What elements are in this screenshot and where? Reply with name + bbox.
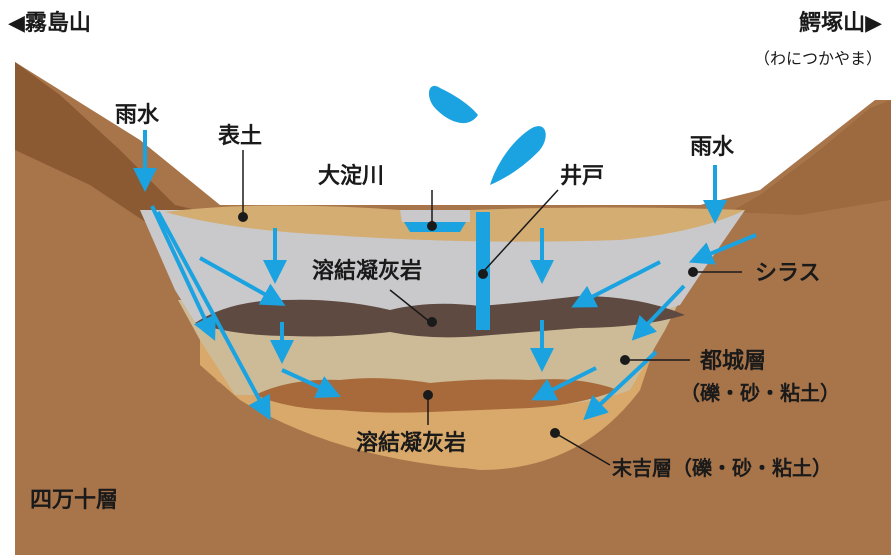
dot-well (478, 269, 488, 279)
label-well: 井戸 (560, 164, 604, 189)
label-rain-left: 雨水 (115, 103, 160, 128)
arrow-shirasu-diag-right-2 (571, 260, 661, 308)
dot-tuff-upper (427, 317, 437, 327)
label-right-mountain-reading: （わにつかやま） (754, 49, 882, 68)
arrow-right-slope-1 (631, 284, 686, 341)
label-welded-tuff-upper: 溶結凝灰岩 (312, 258, 422, 284)
label-rain-right: 雨水 (690, 135, 735, 160)
leader-well (482, 189, 559, 273)
leader-sueyoshi (554, 432, 611, 466)
label-miyakonojo: 都城層 (699, 348, 766, 374)
fountain-droplet-left (428, 85, 478, 124)
leader-dots (238, 212, 698, 438)
arrow-shirasu-diag-right-1 (688, 233, 757, 265)
dot-shirasu (688, 267, 698, 277)
leader-lines (242, 150, 742, 466)
label-sueyoshi: 末吉層（礫・砂・粘土） (612, 456, 832, 480)
dot-sueyoshi (550, 428, 560, 438)
dot-tuff-lower (423, 390, 433, 400)
label-shirasu: シラス (755, 261, 821, 286)
arrow-shirasu-diag-left (199, 256, 286, 306)
right-mountain-slope (730, 100, 891, 215)
arrow-right-slope-2 (583, 350, 658, 421)
label-topsoil: 表土 (218, 124, 262, 149)
water-flow-arrows (133, 130, 757, 421)
arrow-left-slope-1 (150, 205, 216, 341)
label-welded-tuff-lower: 溶結凝灰岩 (356, 430, 466, 456)
label-shimanto: 四万十層 (30, 488, 118, 513)
dot-river (427, 221, 437, 231)
welded-tuff-upper-lens (195, 296, 685, 338)
label-right-mountain: 鰐塚山▶ (799, 11, 882, 36)
welded-tuff-lower-lens (255, 378, 618, 413)
label-miyakonojo-detail: （礫・砂・粘土） (680, 381, 840, 405)
dot-miyakonojo (620, 355, 630, 365)
arrow-lower-diag-left (281, 368, 341, 398)
label-left-mountain: ◀霧島山 (8, 10, 91, 36)
arrow-lower-diag-right (531, 366, 597, 401)
dot-topsoil (238, 212, 248, 222)
left-mountain-slope (15, 62, 205, 225)
arrow-left-slope-2 (156, 211, 271, 421)
leader-tuff-upper (389, 289, 431, 323)
label-river: 大淀川 (318, 163, 384, 189)
fountain-droplet-right (490, 126, 546, 185)
